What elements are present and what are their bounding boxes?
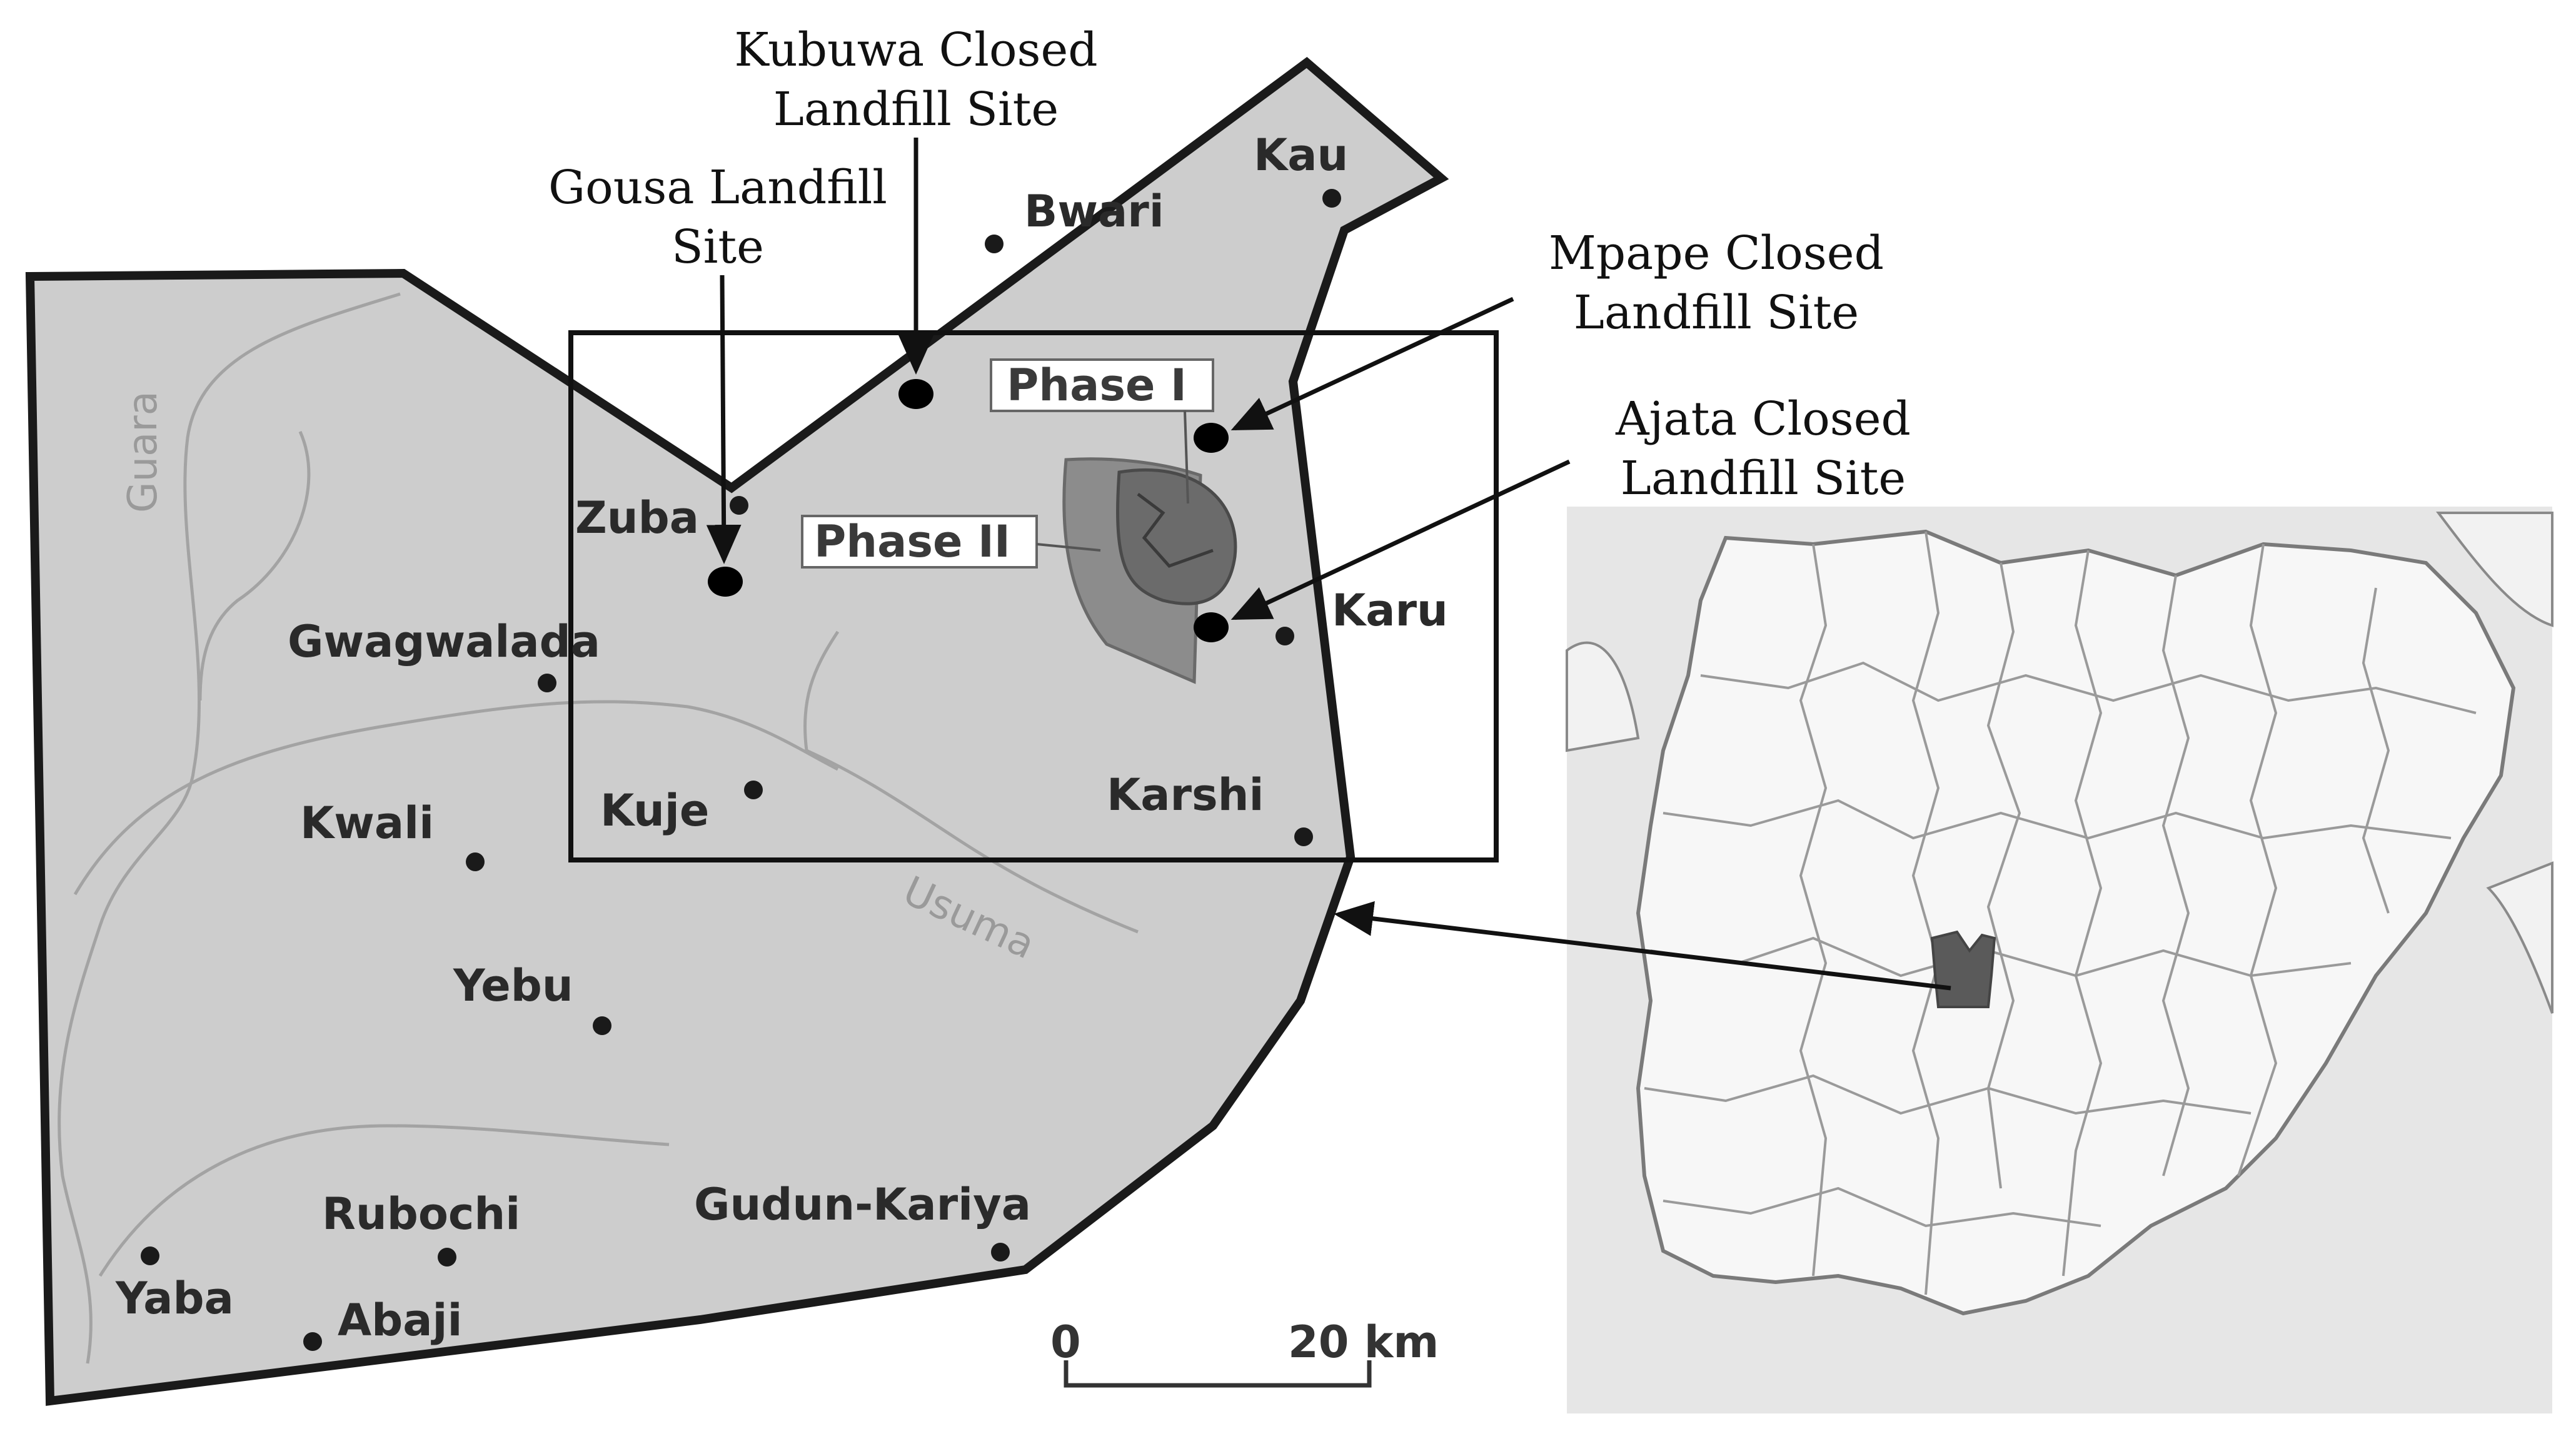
annotation-ajata: Ajata Closed Landfill Site — [1615, 392, 1911, 505]
landfill-dot-kubuwa — [898, 379, 933, 409]
town-label-gwagwalada: Gwagwalada — [288, 616, 600, 667]
river-guara — [58, 292, 401, 1364]
town-label-kau: Kau — [1254, 129, 1348, 181]
annotation-gousa: Gousa Landfill Site — [548, 161, 887, 274]
phase-two-label: Phase II — [814, 516, 1010, 567]
phase-one-leader — [1184, 410, 1189, 504]
arrow-ajata — [1230, 459, 1571, 620]
town-dot-karshi — [1294, 827, 1313, 846]
town-dot-zuba — [730, 496, 748, 515]
scale-bar: 0 20 km — [1050, 1317, 1439, 1388]
scale-bar-end-label: 20 km — [1288, 1317, 1439, 1368]
annotation-kubuwa-line1: Kubuwa Closed — [734, 23, 1097, 77]
town-dot-yebu — [593, 1016, 611, 1035]
town-label-yebu: Yebu — [453, 960, 573, 1011]
arrow-mpape — [1230, 296, 1514, 431]
town-dot-gwagwalada — [538, 674, 556, 692]
river-tributary-south — [98, 1124, 670, 1277]
inset-nigeria-outline — [1636, 529, 2516, 1316]
river-tributary-east — [803, 630, 840, 751]
town-dot-abaji — [303, 1332, 322, 1351]
inset-neighbour-west — [1566, 641, 1640, 752]
town-label-gudun-kariya: Gudun-Kariya — [694, 1179, 1031, 1230]
inset-neighbour-east — [2486, 861, 2553, 1014]
annotation-arrows — [706, 138, 1951, 991]
town-dot-kuje — [744, 781, 763, 799]
phase-one-label-box: Phase I — [990, 358, 1214, 412]
annotation-mpape-line1: Mpape Closed — [1549, 226, 1884, 280]
phase-one-zone — [1116, 468, 1237, 605]
town-dot-gudun-kariya — [991, 1243, 1010, 1262]
annotation-ajata-line1: Ajata Closed — [1615, 392, 1911, 446]
landfill-dot-mpape — [1194, 423, 1229, 453]
arrow-gousa — [706, 275, 742, 564]
inset-fct-highlight — [1930, 930, 1996, 1008]
annotation-kubuwa-line2: Landfill Site — [773, 83, 1059, 136]
scale-bar-line — [1064, 1360, 1372, 1388]
town-dot-bwari — [985, 235, 1004, 253]
inset-state-boundaries — [1644, 531, 2477, 1295]
phase-one-inner-boundary — [1137, 493, 1214, 568]
town-label-karu: Karu — [1332, 585, 1448, 636]
town-label-bwari: Bwari — [1024, 186, 1164, 237]
town-dot-karu — [1275, 627, 1294, 645]
river-tributary-main — [73, 700, 839, 896]
annotation-mpape: Mpape Closed Landfill Site — [1549, 226, 1884, 340]
annotation-kubuwa: Kubuwa Closed Landfill Site — [734, 23, 1097, 136]
annotation-gousa-line1: Gousa Landfill — [548, 161, 887, 215]
phase-one-label: Phase I — [1007, 360, 1187, 411]
arrow-inset-to-fct — [1334, 901, 1951, 991]
town-dot-kwali — [466, 852, 485, 871]
annotation-mpape-line2: Landfill Site — [1574, 286, 1859, 340]
town-dot-rubochi — [438, 1248, 456, 1267]
town-label-zuba: Zuba — [575, 492, 699, 544]
town-label-abaji: Abaji — [338, 1295, 463, 1346]
inset-map — [1566, 507, 2553, 1413]
town-dot-kau — [1322, 189, 1341, 208]
annotation-ajata-line2: Landfill Site — [1621, 452, 1906, 505]
town-label-yaba: Yaba — [115, 1273, 234, 1324]
scale-bar-start-label: 0 — [1050, 1317, 1081, 1368]
phase-two-leader — [1036, 543, 1101, 552]
landfill-markers — [708, 379, 1229, 642]
inset-neighbour-northeast — [2435, 512, 2553, 627]
landfill-dot-gousa — [708, 567, 743, 597]
river-label-guara: Guara — [120, 391, 166, 513]
town-label-rubochi: Rubochi — [322, 1188, 520, 1240]
river-usuma — [805, 749, 1139, 934]
river-tributary-north — [198, 430, 311, 701]
town-label-kuje: Kuje — [600, 785, 709, 836]
town-label-kwali: Kwali — [300, 797, 434, 849]
landfill-dot-ajata — [1194, 612, 1229, 642]
rivers — [58, 292, 1139, 1364]
town-markers — [141, 189, 1341, 1351]
annotation-gousa-line2: Site — [672, 220, 764, 274]
town-label-karshi: Karshi — [1107, 769, 1264, 821]
study-area-frame — [568, 330, 1499, 862]
phase-two-label-box: Phase II — [801, 515, 1038, 569]
town-dot-yaba — [141, 1246, 159, 1265]
